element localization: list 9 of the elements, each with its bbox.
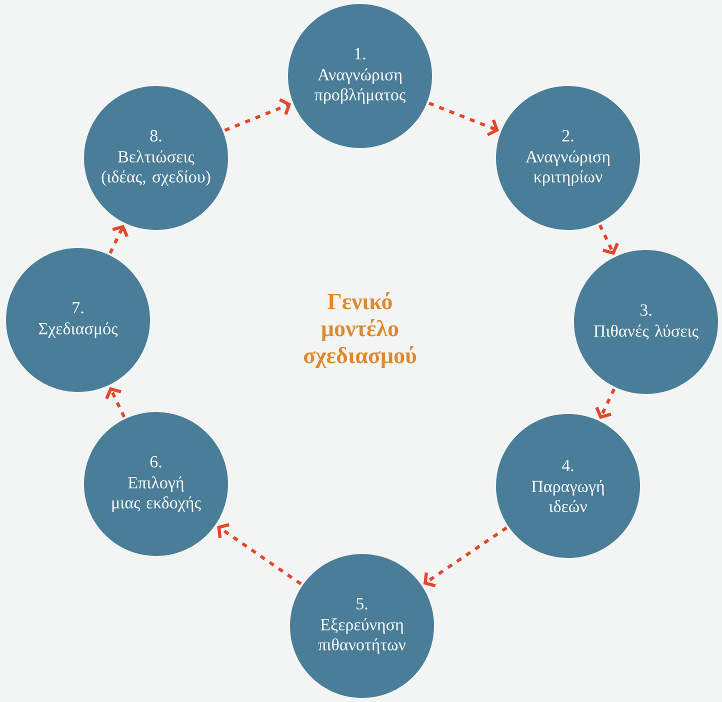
chevron-arrow <box>105 387 126 418</box>
center-title: Γενικό μοντέλο σχεδιασμού <box>304 292 416 368</box>
chevron-arrow <box>108 224 129 254</box>
chevron-arrow <box>423 526 508 588</box>
chevron-arrow <box>428 102 499 136</box>
chevron-arrow <box>217 523 302 586</box>
chevron-arrow <box>595 388 616 419</box>
chevron-arrow <box>598 224 619 255</box>
chevron-arrow <box>224 98 292 132</box>
